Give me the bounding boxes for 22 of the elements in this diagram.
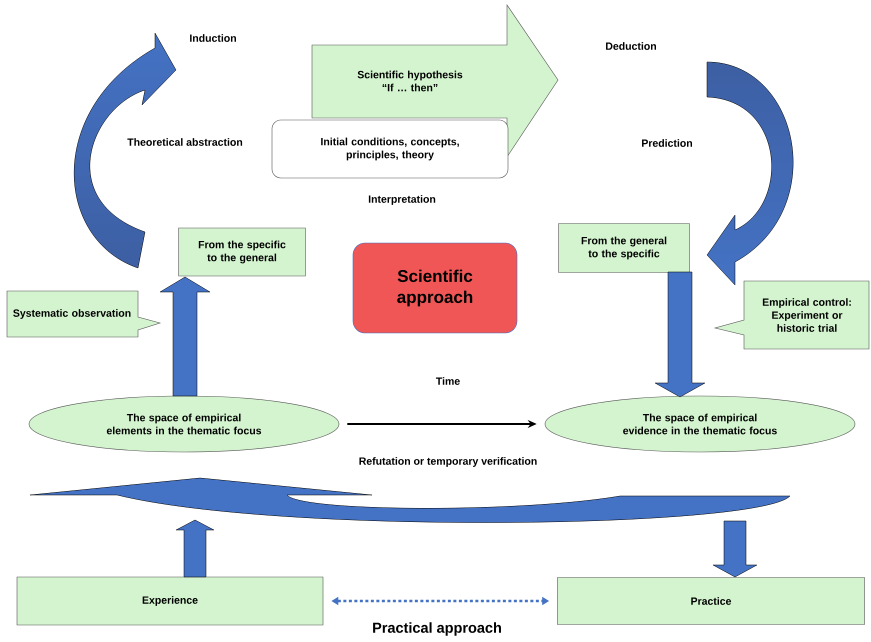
title-box: Scientific approach (352, 242, 518, 334)
rounded-box: Initial conditions, concepts, principles, theory (272, 120, 508, 178)
process-box: Practice (557, 577, 865, 625)
callout-box: Empirical control: Experiment or historic trial (714, 280, 870, 350)
ellipse-node: The space of empirical elements in the thematic focus (28, 396, 340, 452)
ellipse-node: The space of empirical evidence in the thematic focus (544, 396, 856, 452)
process-box: Experience (16, 576, 324, 626)
block-arrow (654, 272, 706, 398)
block-arrow (160, 276, 210, 396)
text-label: Prediction (642, 139, 692, 147)
process-box: From the general to the specific (558, 223, 690, 273)
text-label: Induction (190, 34, 236, 42)
text-label: Interpretation (368, 195, 436, 205)
text-label: Deduction (606, 42, 656, 50)
text-label: Practical approach (373, 622, 501, 636)
text-label: Theoretical abstraction (127, 138, 242, 146)
edge-label: Time (434, 376, 462, 386)
block-arrow (176, 520, 214, 578)
process-box: From the specific to the general (178, 228, 306, 276)
callout-box: Systematic observation (6, 290, 162, 338)
text-label: Refutation or temporary verification (359, 457, 537, 467)
block-arrow (712, 520, 758, 578)
